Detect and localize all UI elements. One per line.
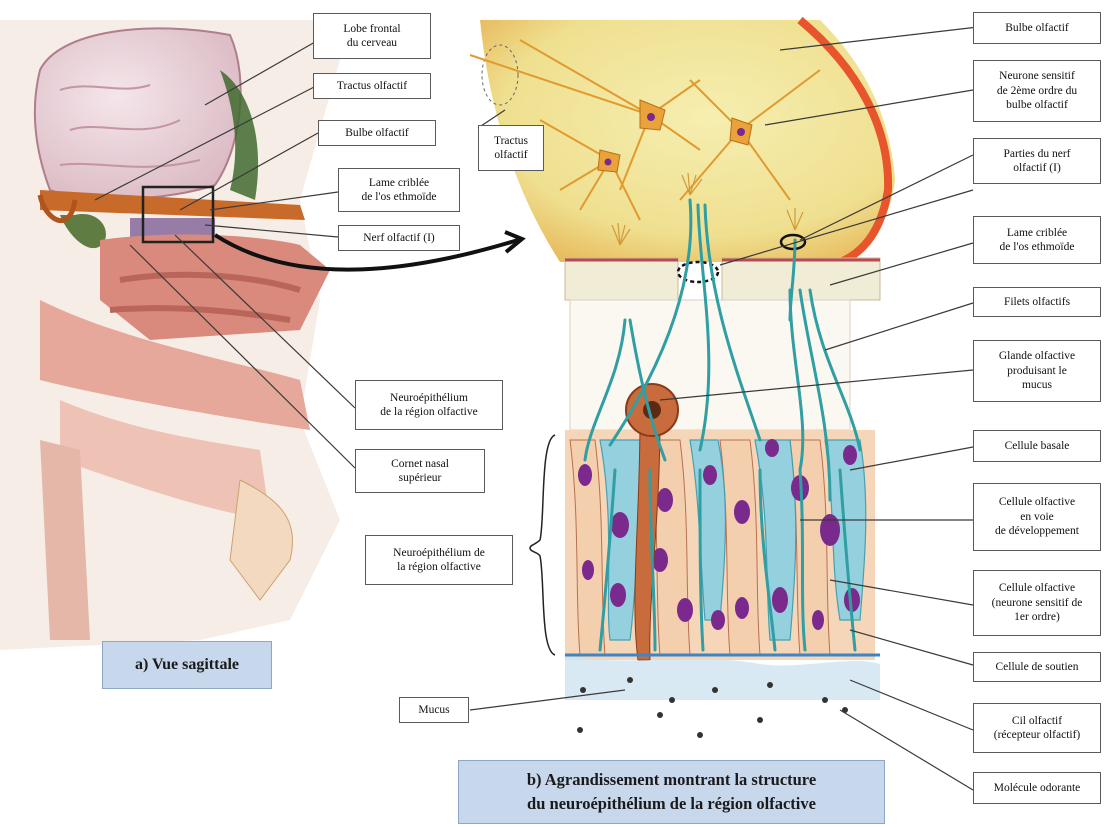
caption-agrandissement: b) Agrandissement montrant la structure … — [458, 760, 885, 824]
label-cil-olfactif: Cil olfactif(récepteur olfactif) — [973, 703, 1101, 753]
label-cellule-basale: Cellule basale — [973, 430, 1101, 462]
label-bulbe-olfactif-right: Bulbe olfactif — [973, 12, 1101, 44]
label-molecule-odorante: Molécule odorante — [973, 772, 1101, 804]
label-cellule-soutien: Cellule de soutien — [973, 652, 1101, 682]
mucus-layer — [565, 655, 880, 738]
label-bulbe-olfactif-left: Bulbe olfactif — [318, 120, 436, 146]
caption-vue-sagittale: a) Vue sagittale — [102, 641, 272, 689]
label-filets-olfactifs: Filets olfactifs — [973, 287, 1101, 317]
label-mucus: Mucus — [399, 697, 469, 723]
label-tractus-olfactif-left: Tractus olfactif — [313, 73, 431, 99]
label-nerf-olfactif: Nerf olfactif (I) — [338, 225, 460, 251]
